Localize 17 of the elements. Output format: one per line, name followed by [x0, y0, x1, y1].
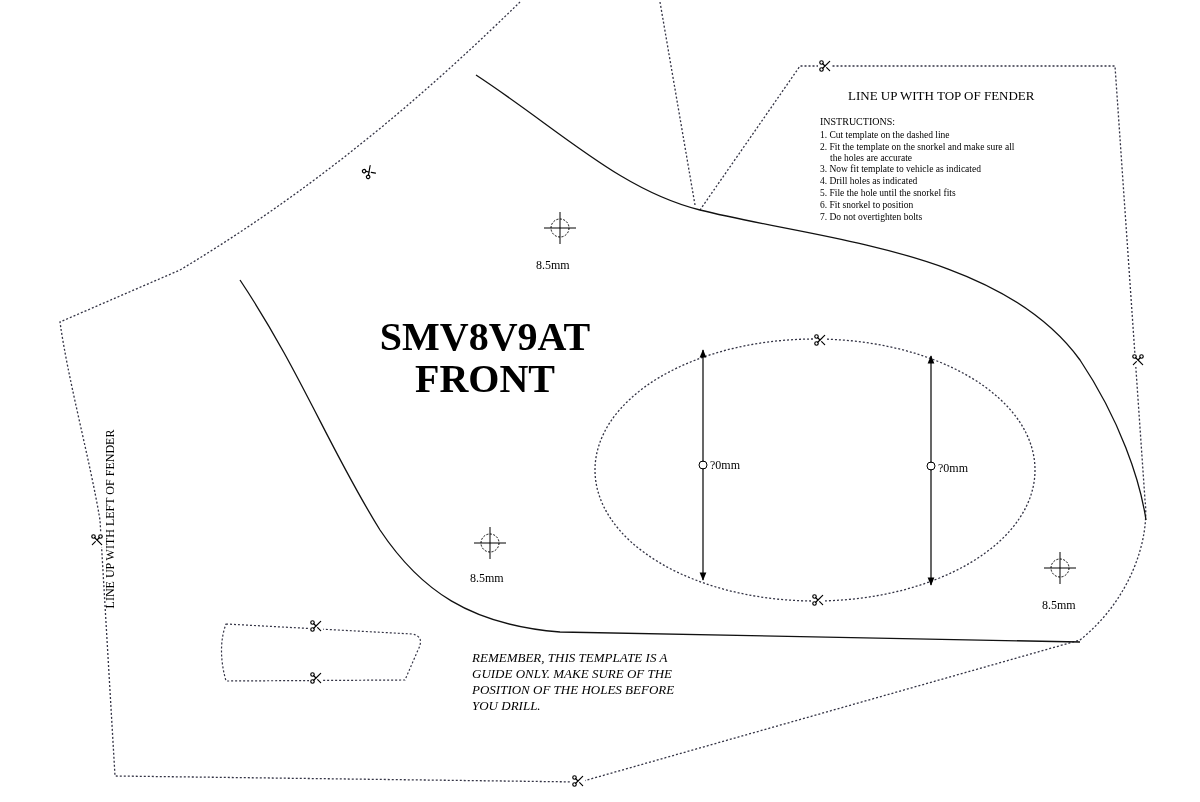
label-text: 8.5mm [536, 257, 571, 274]
label-text: LINE UP WITH TOP OF FENDER [848, 87, 1036, 105]
template-title: SMV8V9AT FRONT [378, 316, 592, 400]
label-text: 5. File the hole until the snorkel fits [820, 188, 957, 199]
label-text: 8.5mm [470, 570, 505, 587]
label-text: 4. Drill holes as indicated [820, 176, 919, 187]
label-text: 7. Do not overtighten bolts [820, 212, 924, 223]
label-text: 1. Cut template on the dashed line [820, 130, 951, 141]
label-text: ?0mm [938, 460, 969, 477]
label-text: 6. Fit snorkel to position [820, 200, 915, 211]
alignment-note: LINE UP WITH LEFT OF FENDER [102, 428, 118, 611]
label-text: INSTRUCTIONS: [820, 115, 896, 129]
label-text: 2. Fit the template on the snorkel and make sure all the holes are accurate [820, 142, 1016, 164]
label-text: ?0mm [710, 457, 741, 474]
label-text: 8.5mm [1042, 597, 1077, 614]
label-text: 3. Now fit template to vehicle as indicated [820, 164, 982, 175]
label-text: REMEMBER, THIS TEMPLATE IS A GUIDE ONLY. MAKE SURE OF THE POSITION OF THE HOLES BEFORE YOU DRILL. [472, 650, 676, 714]
